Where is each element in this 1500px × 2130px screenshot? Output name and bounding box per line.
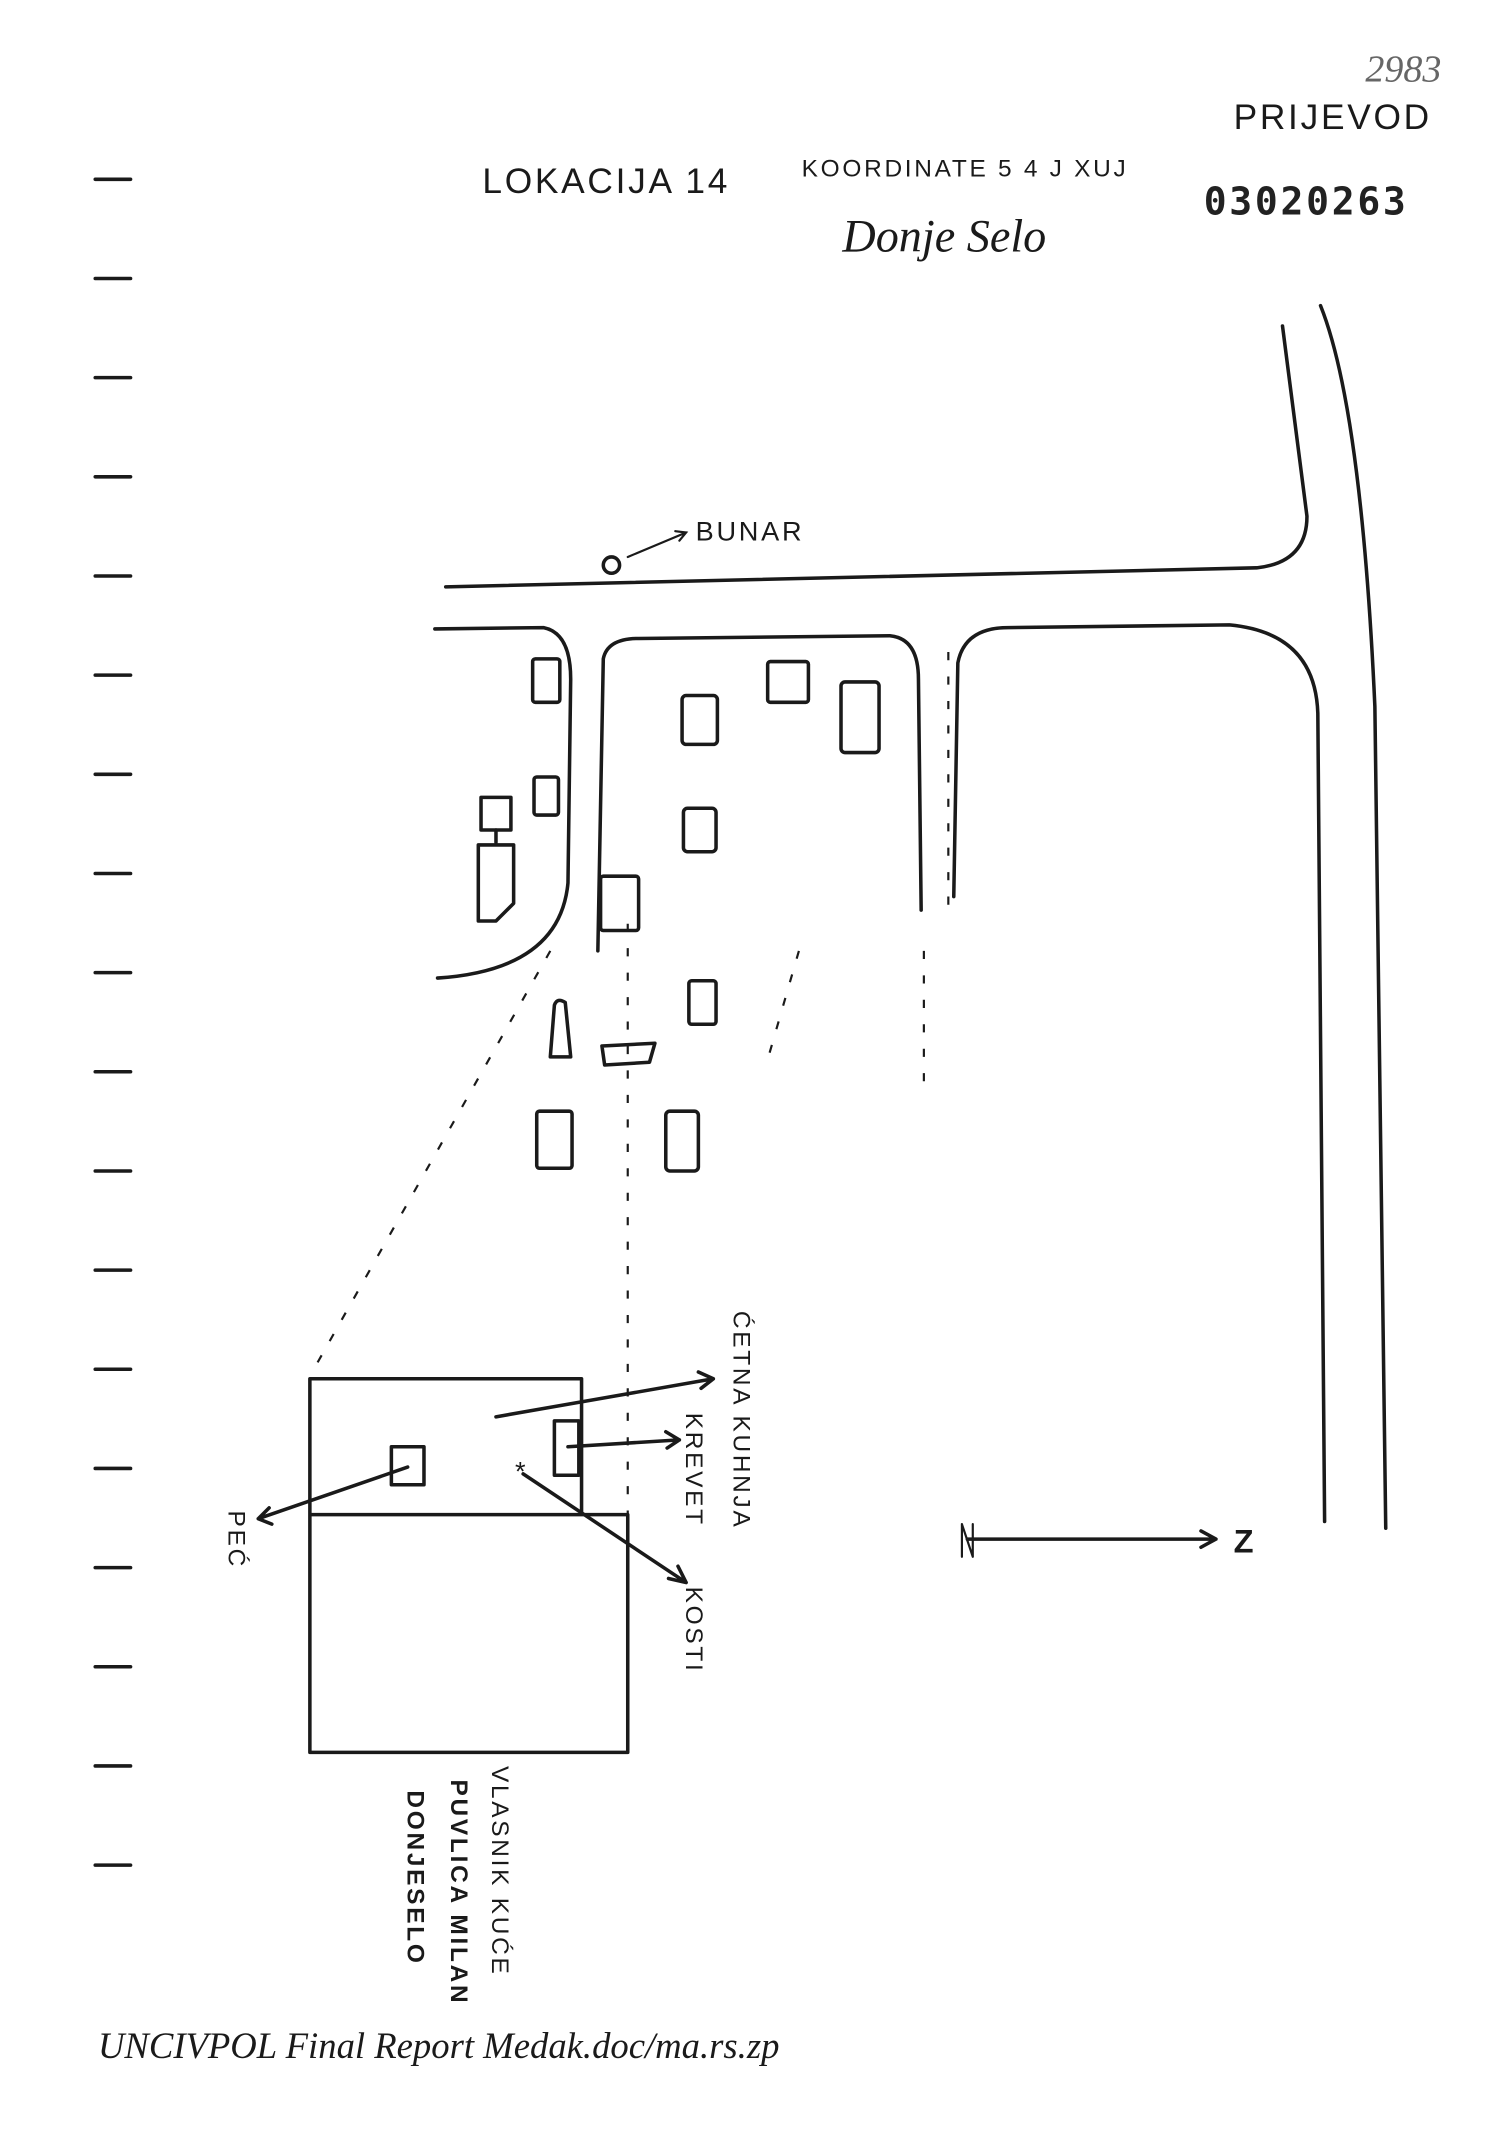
footer-reference: UNCIVPOL Final Report Medak.doc/ma.rs.zp bbox=[98, 2025, 780, 2066]
houses bbox=[476, 657, 881, 1173]
stove-label: PEĆ bbox=[222, 1511, 249, 1569]
bed-label: KREVET bbox=[680, 1413, 707, 1527]
well-arrow bbox=[626, 530, 689, 559]
detail-guide-lines bbox=[308, 923, 629, 1515]
kitchen-label: ĆETNA KUHNJA bbox=[728, 1311, 755, 1530]
owner-line-2: PUVLICA MILAN bbox=[445, 1780, 472, 2006]
north-arrow-icon bbox=[960, 1523, 1218, 1558]
dotted-road-marks bbox=[766, 652, 950, 1087]
roads bbox=[433, 303, 1388, 1530]
location-title: LOKACIJA 14 bbox=[482, 162, 730, 201]
margin-ticks bbox=[93, 177, 133, 1867]
village-name: Donje Selo bbox=[841, 210, 1046, 261]
bones-label: KOSTI bbox=[680, 1587, 707, 1674]
translation-label: PRIJEVOD bbox=[1234, 98, 1432, 137]
well-label: BUNAR bbox=[696, 516, 805, 547]
document-number: 03020263 bbox=[1204, 180, 1409, 224]
north-label: Z bbox=[1234, 1523, 1257, 1560]
page-number: 2983 bbox=[1365, 49, 1441, 91]
house-detail-plan bbox=[308, 1377, 630, 1755]
coordinates: KOORDINATE 5 4 J XUJ bbox=[802, 156, 1129, 183]
bones-marker-icon: * bbox=[515, 1456, 528, 1487]
well-icon bbox=[601, 555, 622, 576]
owner-line-3: DONJESELO bbox=[402, 1790, 429, 1965]
detail-arrows bbox=[256, 1370, 716, 1585]
owner-line-1: VLASNIK KUĆE bbox=[486, 1766, 513, 1977]
